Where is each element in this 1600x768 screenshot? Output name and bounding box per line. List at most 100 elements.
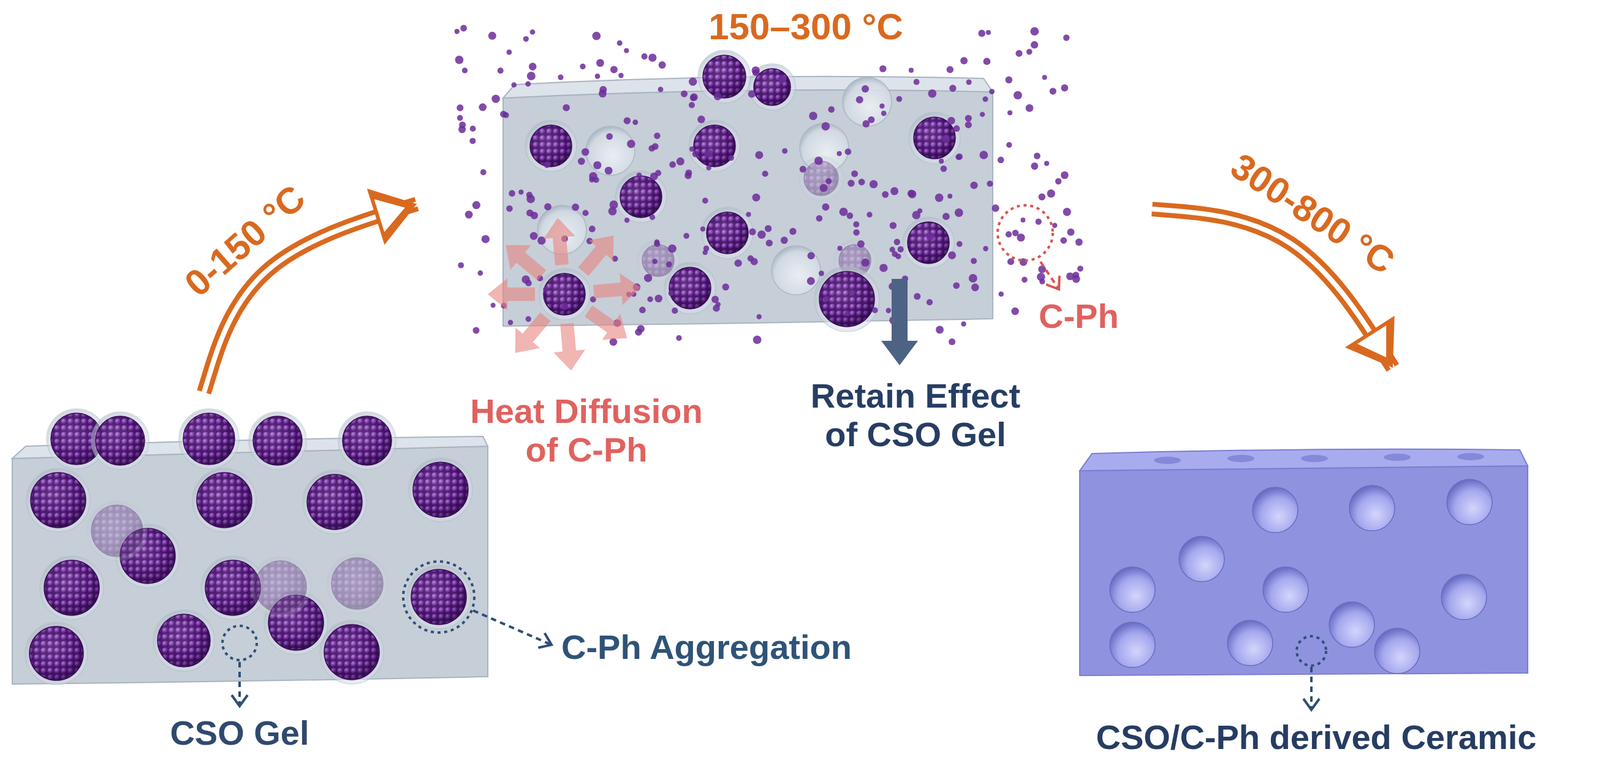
c-ph-cluster [196, 472, 252, 528]
cluster-beads [669, 267, 711, 309]
c-ph-dot [1038, 265, 1047, 274]
c-ph-dot [941, 134, 951, 144]
pore [250, 556, 311, 617]
c-ph-dot [819, 183, 828, 192]
stage-region: CSO/C-Ph derived Ceramic [1035, 367, 1597, 763]
c-ph-dot [462, 67, 468, 73]
c-ph-dot [658, 61, 667, 69]
cluster-beads [157, 614, 211, 667]
c-ph-dot [1035, 218, 1042, 225]
c-ph-dot [851, 170, 858, 178]
cluster-rim [907, 221, 950, 264]
c-ph-dot [692, 150, 700, 158]
c-ph-dot [648, 145, 656, 152]
c-ph-dot [754, 150, 763, 159]
cluster-beads [706, 212, 749, 254]
c-ph-dot [579, 63, 586, 70]
c-ph-dot [845, 148, 852, 156]
c-ph-dot [1033, 152, 1041, 160]
stage-caption: CSO Gel [169, 713, 309, 753]
c-ph-dot [632, 119, 638, 126]
surface-hole [1227, 454, 1255, 463]
pore [319, 620, 384, 684]
c-ph-dot [654, 239, 660, 245]
c-ph-dot [861, 85, 869, 93]
c-ph-dot [581, 148, 589, 156]
cluster-beads [29, 626, 84, 681]
leader-line-head [1046, 275, 1060, 290]
c-ph-dot [908, 68, 914, 73]
c-ph-dot [595, 73, 601, 80]
c-ph-dot [778, 74, 787, 84]
cluster-beads [183, 413, 235, 465]
c-ph-dot [818, 270, 825, 277]
cluster-rim [620, 175, 662, 218]
c-ph-dot [745, 212, 751, 217]
c-ph-dot [1060, 237, 1067, 244]
pore [153, 609, 215, 672]
c-ph-dot [606, 132, 613, 140]
c-ph-dot [896, 96, 903, 103]
c-ph-dot [1036, 272, 1046, 282]
c-ph-dot [593, 177, 600, 184]
c-ph-dot [965, 114, 972, 122]
c-ph-dot [935, 325, 944, 334]
c-ph-dot [982, 245, 989, 252]
cluster-rim [669, 267, 711, 309]
c-ph-dot [894, 238, 901, 246]
cluster-rim [543, 273, 586, 315]
annotation-label: Heat Diffusion of C-Ph [457, 392, 716, 469]
c-ph-dot [858, 178, 866, 186]
c-ph-dot [683, 232, 690, 239]
c-ph-dot [469, 137, 476, 145]
leader-line-head [1303, 698, 1320, 710]
c-ph-dot [690, 93, 698, 101]
pore [902, 216, 955, 269]
c-ph-cluster [157, 614, 211, 667]
c-ph-dot [879, 64, 887, 72]
c-ph-dot [481, 234, 490, 243]
c-ph-dot [968, 273, 978, 283]
cluster-shade [693, 125, 736, 167]
heat-arrow [593, 273, 641, 306]
pore [1374, 628, 1420, 674]
c-ph-cluster [183, 413, 235, 465]
c-ph-dot [623, 48, 629, 54]
cluster-beads [907, 221, 950, 264]
cluster-beads [307, 474, 363, 530]
c-ph-dot [491, 94, 501, 104]
cluster-shade [253, 416, 303, 466]
c-ph-dot [978, 30, 986, 38]
c-ph-dot [530, 29, 536, 35]
c-ph-dot [889, 221, 897, 229]
pore [1252, 487, 1298, 533]
cluster-beads [702, 55, 746, 99]
c-ph-dot [636, 172, 643, 179]
c-ph-cluster [620, 175, 662, 218]
cluster-rim [91, 504, 143, 557]
cluster-beads [411, 569, 467, 625]
c-ph-dot [821, 203, 830, 211]
c-ph-dot [647, 296, 653, 303]
c-ph-dot [853, 229, 860, 236]
cluster-rim [693, 125, 736, 167]
c-ph-dot [1026, 49, 1033, 56]
c-ph-dot [530, 212, 539, 220]
c-ph-dot [490, 302, 496, 308]
c-ph-dot [938, 158, 944, 164]
c-ph-dot [881, 191, 889, 198]
c-ph-dot [998, 291, 1004, 297]
c-ph-dot [680, 90, 688, 98]
c-ph-dot [867, 116, 875, 124]
c-ph-dot [667, 244, 677, 254]
pore [615, 170, 667, 223]
cluster-shade [411, 569, 467, 625]
c-ph-dot [764, 224, 772, 232]
cluster-rim [157, 614, 211, 667]
c-ph-dot [649, 214, 656, 220]
c-ph-dot [690, 94, 697, 102]
c-ph-cluster [411, 569, 467, 625]
c-ph-dot [750, 257, 759, 266]
pore [908, 112, 961, 164]
heat-arrow [487, 278, 535, 311]
